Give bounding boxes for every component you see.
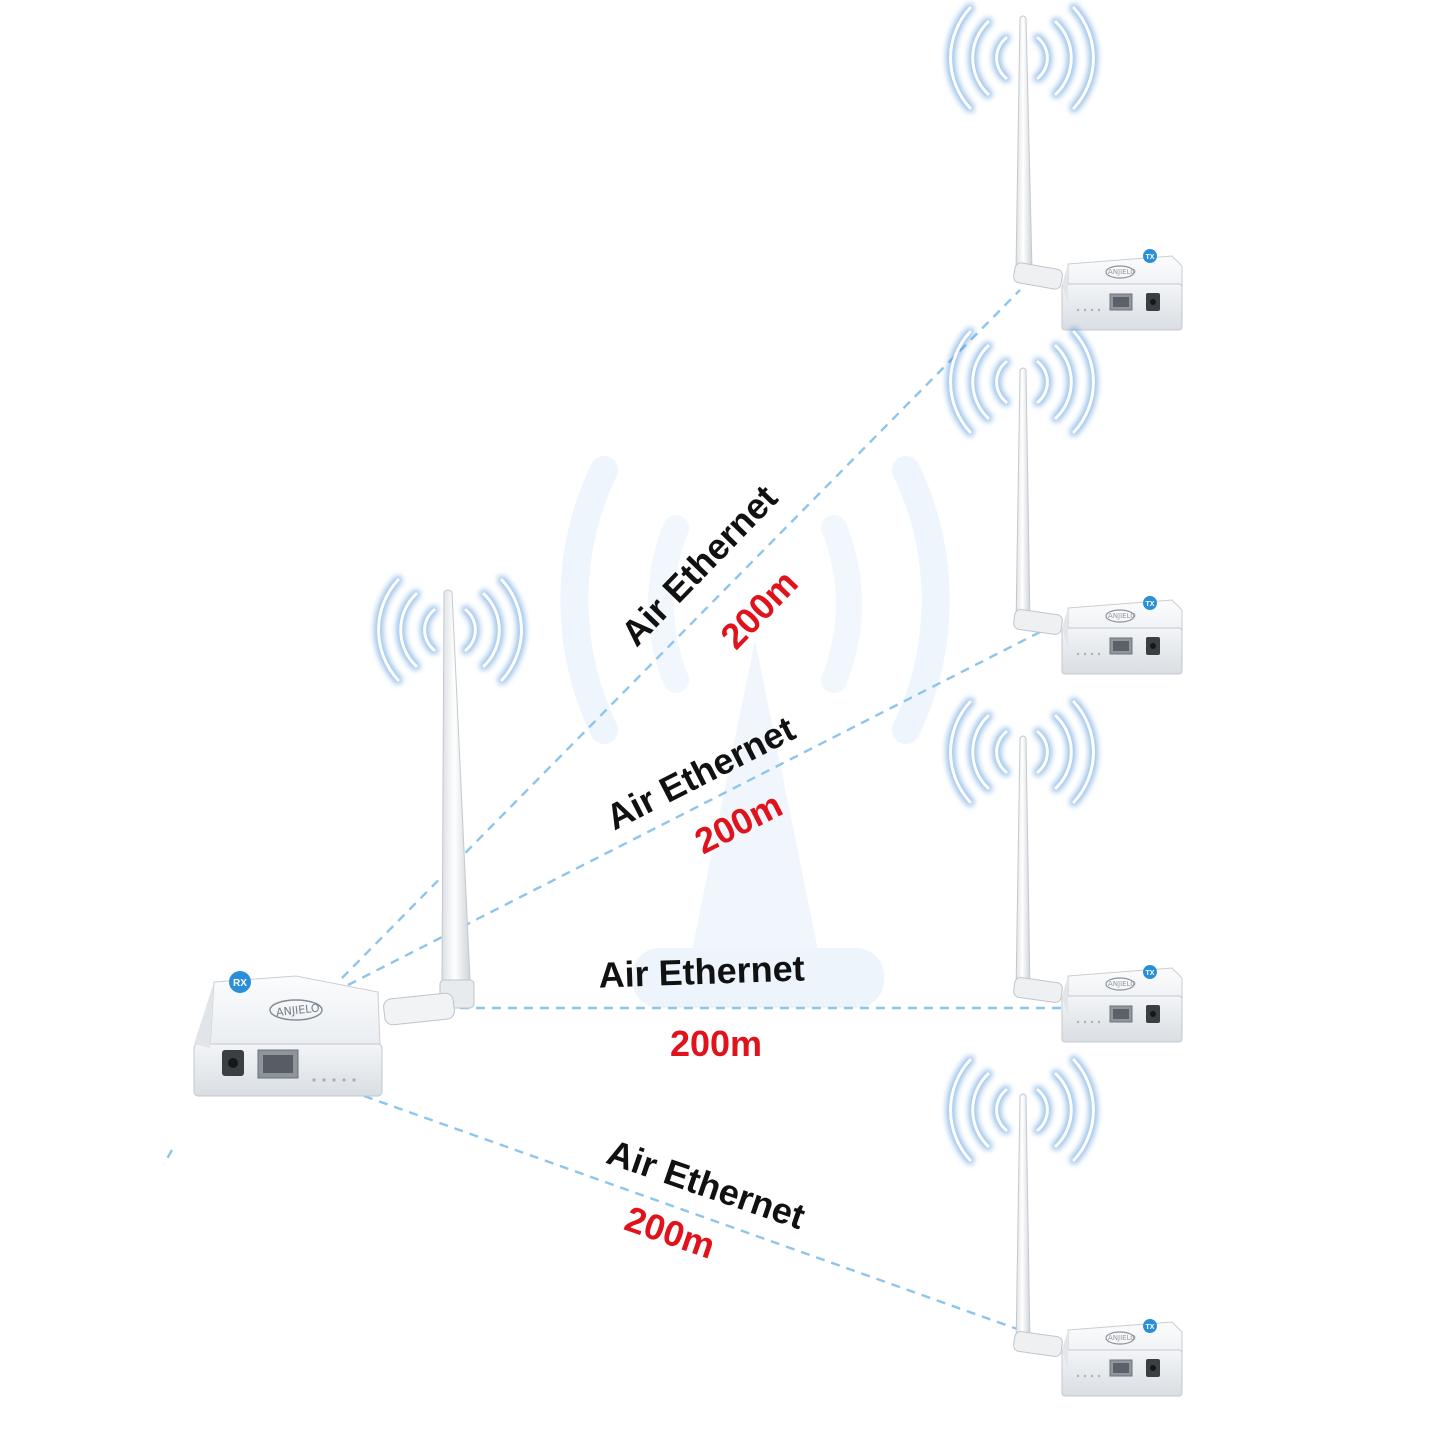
link-label-3: Air Ethernet 200m	[598, 947, 805, 1064]
antenna-icon	[383, 589, 475, 1026]
remote-unit-3: TX	[951, 702, 1183, 1043]
remote-badge-text: TX	[1146, 254, 1155, 261]
link-label-1: Air Ethernet 200m	[613, 477, 806, 657]
main-badge: RX	[229, 971, 251, 993]
remote-badge-text: TX	[1146, 1324, 1155, 1331]
antenna-icon	[1015, 735, 1031, 993]
rj45-port-icon	[257, 1049, 299, 1079]
link-label-4: Air Ethernet 200m	[602, 1131, 810, 1266]
link-name-3: Air Ethernet	[598, 947, 805, 995]
main-badge-text: RX	[233, 978, 247, 989]
remote-badge-text: TX	[1146, 601, 1155, 608]
link-stub	[162, 1149, 174, 1165]
background-tower-watermark	[560, 456, 950, 1008]
remote-badge-3: TX	[1143, 965, 1157, 979]
link-line-4	[363, 1094, 1063, 1347]
antenna-icon	[1015, 1093, 1031, 1347]
remote-badge-4: TX	[1143, 1319, 1157, 1333]
remote-badge-1: TX	[1143, 249, 1157, 263]
dc-jack-icon	[222, 1050, 244, 1076]
link-distance-4: 200m	[620, 1198, 720, 1267]
remote-unit-4: TX	[951, 1060, 1183, 1397]
link-distance-3: 200m	[670, 1023, 762, 1064]
remote-unit-2: TX	[951, 332, 1183, 675]
remote-unit-1: TX	[951, 8, 1183, 331]
antenna-icon	[1015, 15, 1033, 271]
main-brand-label: ANJIELO	[275, 1002, 320, 1020]
main-unit: ANJIELO RX	[193, 580, 521, 1097]
antenna-icon	[1015, 367, 1031, 626]
link-distance-1: 200m	[712, 562, 805, 657]
remote-badge-text: TX	[1146, 970, 1155, 977]
remote-badge-2: TX	[1143, 596, 1157, 610]
